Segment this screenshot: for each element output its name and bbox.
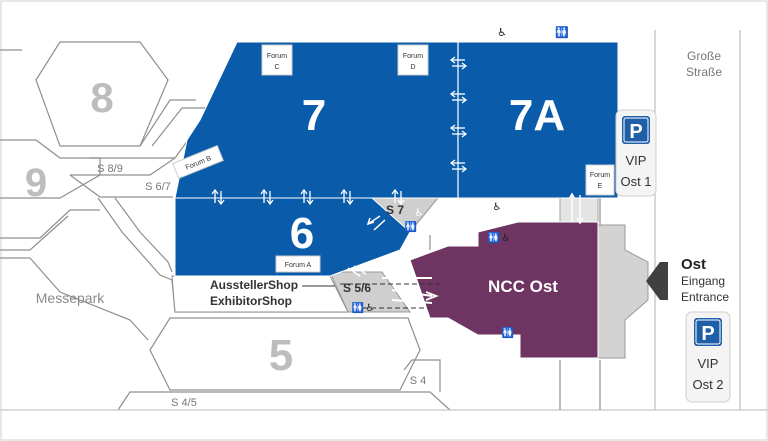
parking-2-symbol: P	[701, 323, 714, 345]
forum-e-line2: E	[598, 183, 603, 190]
s56-area	[329, 271, 411, 313]
passage-s89: S 8/9	[97, 163, 123, 175]
hall-7-number: 7	[302, 91, 326, 140]
double-arrow-icon	[391, 188, 405, 206]
shop-label-en: ExhibitorShop	[210, 294, 292, 308]
restroom-icon: 🚻	[405, 220, 417, 233]
double-arrow-icon	[300, 188, 314, 206]
restroom-icon: 🚻	[488, 231, 500, 244]
shop-label-de: AusstellerShop	[210, 278, 298, 292]
passage-s45: S 4/5	[171, 397, 197, 409]
wheelchair-icon: ♿	[508, 340, 517, 351]
double-arrow-icon	[449, 124, 468, 138]
accessibility-icons: ♿ 🚻 ♿ ♿ 🚻 🚻 ♿ 🚻 ♿ 🚻 ♿	[352, 26, 569, 351]
hall-8-number: 8	[90, 74, 113, 121]
hall-6-number: 6	[290, 209, 314, 258]
s56-ncc-corridor	[340, 265, 440, 309]
wheelchair-icon: ♿	[415, 208, 424, 219]
ncc-east-extension	[597, 224, 649, 359]
parking-2-line2: Ost 2	[692, 377, 723, 392]
hall-8-outline	[35, 41, 169, 147]
street-line2: Straße	[686, 65, 722, 79]
parking-vip-ost-2[interactable]: P VIP Ost 2	[685, 311, 731, 403]
passage-s7: S 7	[386, 203, 404, 217]
forum-c-line1: Forum	[267, 53, 287, 60]
messepark-label: Messepark	[36, 290, 105, 306]
entrance-line2: Entrance	[681, 290, 729, 304]
parking-1-line1: VIP	[626, 153, 647, 168]
entrance-arrow-icon	[646, 262, 668, 300]
forum-d-line1: Forum	[403, 53, 423, 60]
parking-1-symbol: P	[629, 121, 642, 143]
restroom-icon: 🚻	[352, 301, 364, 314]
s7-arrows	[366, 215, 386, 231]
parking-icon: P	[694, 318, 722, 346]
double-arrow-icon	[449, 56, 468, 70]
parking-icon: P	[622, 116, 650, 144]
forum-c-line2: C	[274, 64, 279, 71]
restroom-icon: 🚻	[502, 326, 514, 339]
wheelchair-icon: ♿	[497, 26, 507, 39]
hall-5-number: 5	[269, 331, 293, 380]
entrance-ost[interactable]: Ost Eingang Entrance	[646, 256, 729, 304]
passage-s67: S 6/7	[145, 181, 171, 193]
forum-a[interactable]: Forum A	[275, 255, 321, 273]
forum-c[interactable]: Forum C	[261, 44, 293, 76]
forum-d[interactable]: Forum D	[397, 44, 429, 76]
double-arrow-icon	[340, 188, 354, 206]
hall-9-number: 9	[25, 161, 47, 205]
ncc-ost-area[interactable]	[409, 221, 599, 359]
service-areas	[171, 196, 649, 359]
hall-6-area[interactable]	[174, 197, 411, 277]
entrance-title: Ost	[681, 256, 706, 273]
forum-b[interactable]: Forum B	[172, 144, 224, 180]
entrance-line1: Eingang	[681, 274, 725, 288]
parking-1-line2: Ost 1	[620, 174, 651, 189]
restroom-icon: 🚻	[555, 26, 569, 39]
double-arrow-icons	[211, 56, 468, 206]
street-line1: Große	[687, 49, 721, 63]
hall-7a-number: 7A	[509, 91, 565, 140]
forum-e-line1: Forum	[590, 172, 610, 179]
forum-e[interactable]: Forum E	[585, 164, 615, 196]
wheelchair-icon: ♿	[366, 303, 375, 314]
wheelchair-icon: ♿	[502, 233, 511, 244]
double-arrow-icon	[260, 188, 274, 206]
wheelchair-icon: ♿	[493, 202, 502, 213]
connector-arrows	[568, 192, 584, 225]
ncc-ost-label: NCC Ost	[488, 277, 558, 296]
passage-s4: S 4	[410, 375, 427, 387]
double-arrow-icon	[211, 188, 225, 206]
double-arrow-icon	[449, 159, 468, 173]
forum-a-label: Forum A	[285, 262, 312, 269]
parking-vip-ost-1[interactable]: P VIP Ost 1	[615, 109, 657, 197]
parking-2-line1: VIP	[698, 356, 719, 371]
double-arrow-icon	[449, 90, 468, 104]
hall-outlines	[0, 30, 768, 411]
passage-s56: S 5/6	[343, 281, 371, 295]
forum-d-line2: D	[410, 64, 415, 71]
hall-5-outline	[149, 317, 421, 391]
